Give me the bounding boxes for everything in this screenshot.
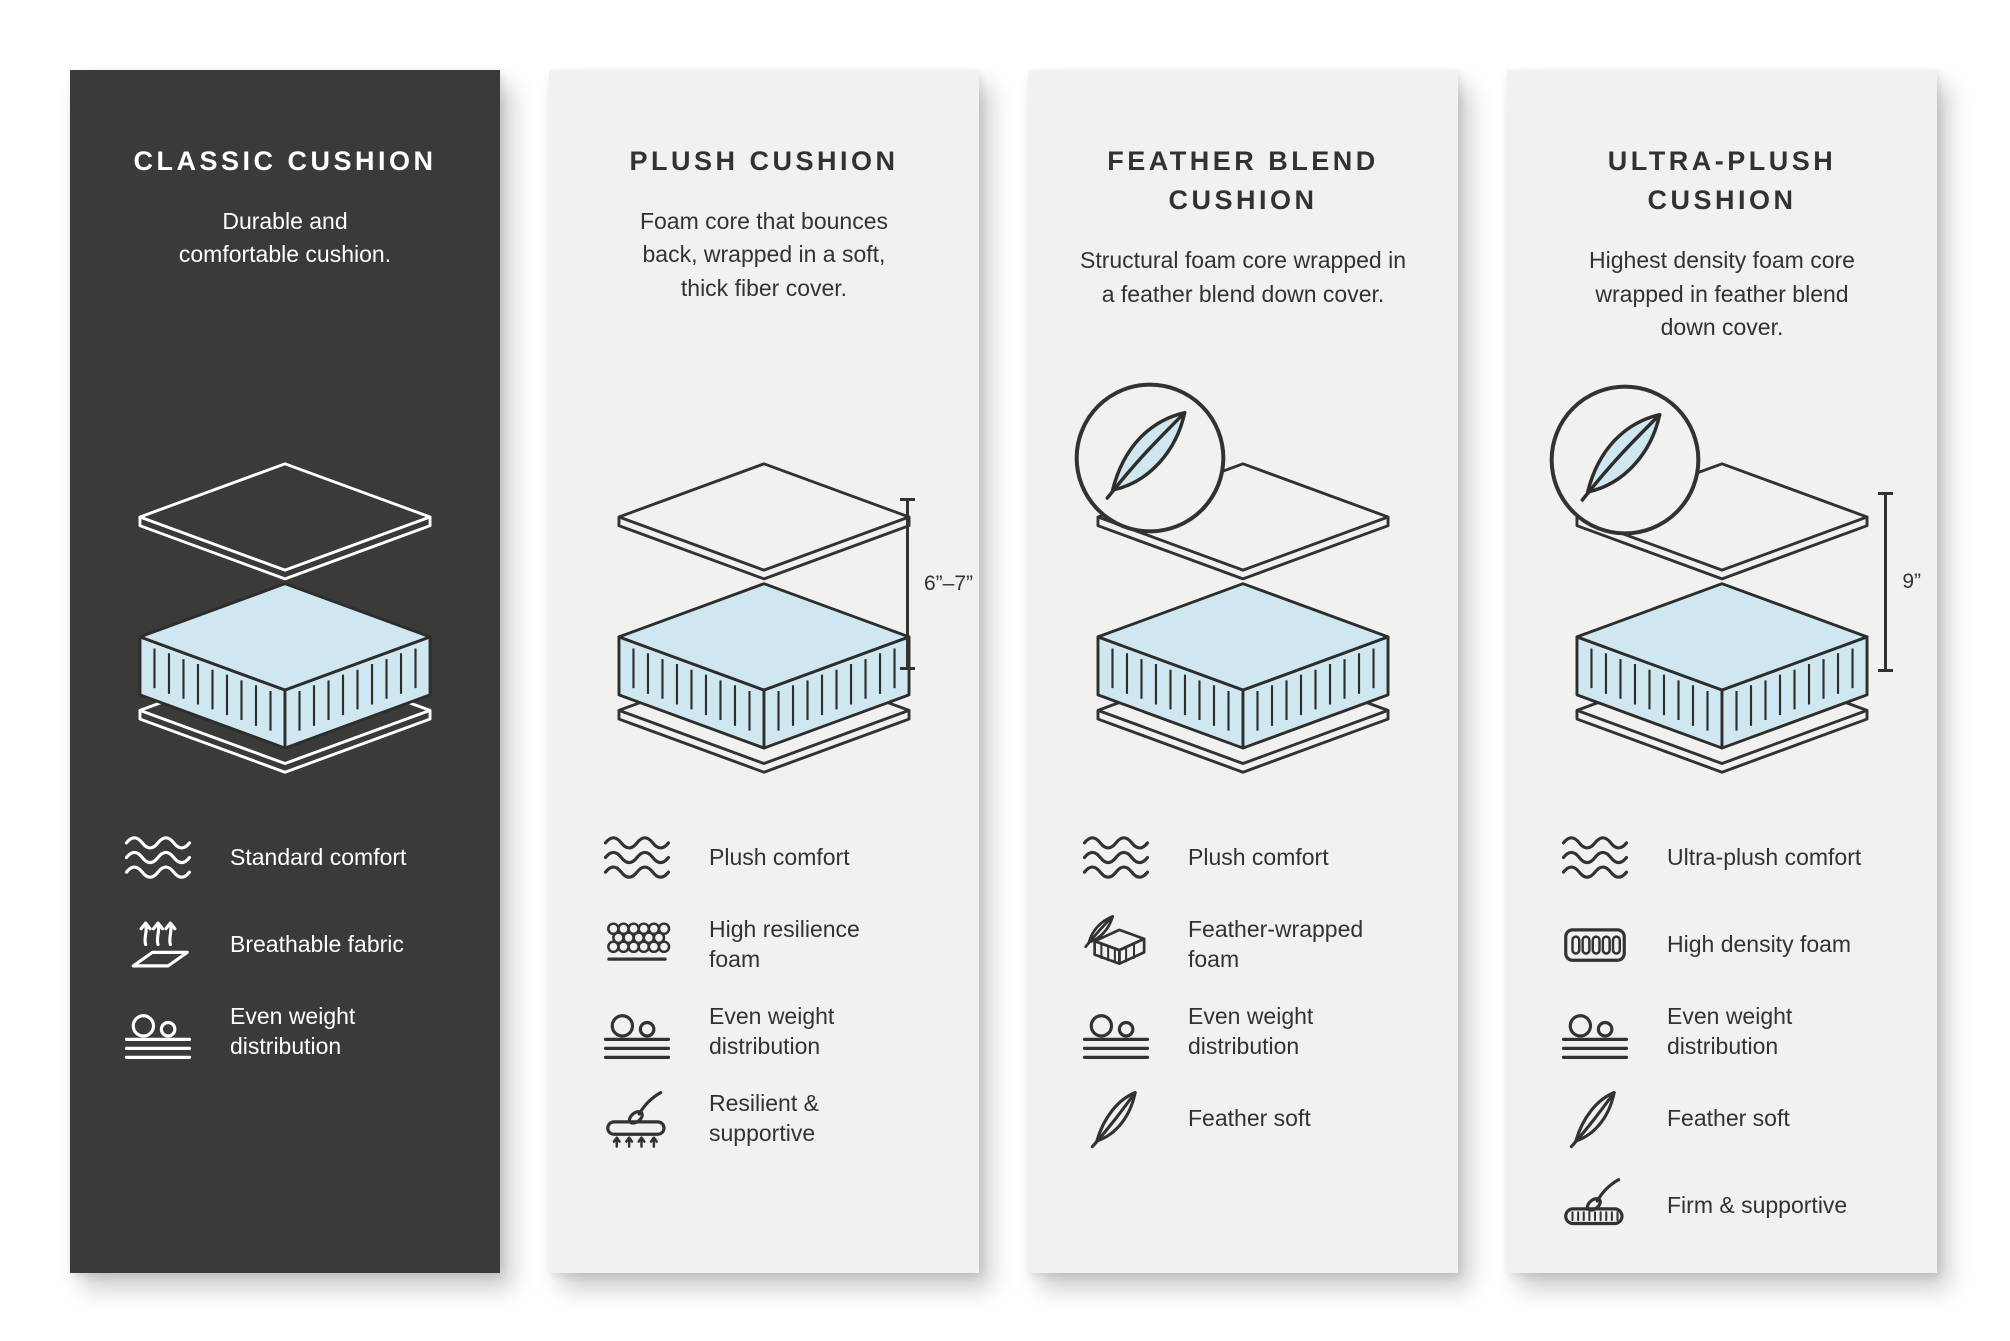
feature-label: High resilience foam	[709, 916, 860, 972]
waves-icon	[1080, 826, 1152, 889]
feature-label: Even weight distribution	[1667, 1003, 1793, 1059]
panel-title: ULTRA-PLUSH CUSHION	[1607, 146, 1837, 216]
feature-row: Ultra-plush comfort	[1559, 826, 1861, 889]
panel-header: FEATHER BLEND CUSHION Structural foam co…	[1080, 128, 1406, 428]
panel-title: PLUSH CUSHION	[629, 146, 899, 176]
feature-row: Even weight distribution	[1559, 1000, 1861, 1063]
firm-support-icon	[1559, 1174, 1631, 1237]
feature-label: Resilient & supportive	[709, 1090, 819, 1146]
height-measurement: 6”–7”	[899, 498, 973, 670]
feature-label: Feather soft	[1188, 1104, 1311, 1131]
panel-title: FEATHER BLEND CUSHION	[1107, 146, 1379, 216]
feature-label: Plush comfort	[1188, 843, 1329, 870]
feature-label: Even weight distribution	[1188, 1003, 1314, 1059]
even-weight-icon	[601, 1000, 673, 1063]
panel-description: Highest density foam core wrapped in fea…	[1589, 247, 1855, 340]
feature-row: Plush comfort	[1080, 826, 1363, 889]
feature-list: Plush comfort High resilience foam Even …	[601, 826, 860, 1174]
feature-row: Feather-wrapped foam	[1080, 913, 1363, 976]
feature-label: Plush comfort	[709, 843, 850, 870]
feature-row: High density foam	[1559, 913, 1861, 976]
panel-header: ULTRA-PLUSH CUSHION Highest density foam…	[1589, 128, 1855, 428]
panel-ultra-plush-cushion: ULTRA-PLUSH CUSHION Highest density foam…	[1507, 70, 1937, 1273]
waves-icon	[1559, 826, 1631, 889]
even-weight-icon	[122, 1000, 194, 1063]
feature-list: Standard comfort Breathable fabric Even …	[122, 826, 406, 1087]
feather-icon	[1559, 1087, 1631, 1150]
feather-icon	[1080, 1087, 1152, 1150]
cushion-diagram	[100, 428, 470, 810]
panel-feather-blend-cushion: FEATHER BLEND CUSHION Structural foam co…	[1028, 70, 1458, 1273]
breathable-icon	[122, 913, 194, 976]
feature-label: High density foam	[1667, 930, 1852, 957]
feature-label: Standard comfort	[230, 843, 407, 870]
measurement-bracket	[1878, 492, 1894, 672]
feature-row: High resilience foam	[601, 913, 860, 976]
feature-label: Ultra-plush comfort	[1667, 843, 1862, 870]
measurement-bracket	[899, 498, 915, 670]
feather-badge-icon	[1545, 380, 1705, 540]
feature-row: Feather soft	[1559, 1087, 1861, 1150]
density-foam-icon	[1559, 913, 1631, 976]
feather-badge-icon	[1070, 378, 1230, 538]
cushion-comparison-board: CLASSIC CUSHION Durable and comfortable …	[70, 70, 1937, 1273]
panel-description: Structural foam core wrapped in a feathe…	[1080, 247, 1406, 307]
feature-row: Resilient & supportive	[601, 1087, 860, 1150]
panel-plush-cushion: PLUSH CUSHION Foam core that bounces bac…	[549, 70, 979, 1273]
waves-icon	[601, 826, 673, 889]
feature-label: Feather soft	[1667, 1104, 1790, 1131]
feature-row: Firm & supportive	[1559, 1174, 1861, 1237]
panel-title: CLASSIC CUSHION	[133, 146, 437, 176]
measurement-label: 9”	[1902, 570, 1921, 593]
feature-label: Even weight distribution	[230, 1003, 356, 1059]
cushion-diagram: 9”	[1537, 428, 1921, 810]
panel-classic-cushion: CLASSIC CUSHION Durable and comfortable …	[70, 70, 500, 1273]
feature-row: Standard comfort	[122, 826, 406, 889]
feature-row: Feather soft	[1080, 1087, 1363, 1150]
panel-header: CLASSIC CUSHION Durable and comfortable …	[133, 128, 436, 428]
feature-row: Plush comfort	[601, 826, 860, 889]
cushion-layers-illustration	[130, 458, 440, 779]
even-weight-icon	[1559, 1000, 1631, 1063]
feature-list: Ultra-plush comfort High density foam Ev…	[1559, 826, 1861, 1261]
press-arrows-icon	[601, 1087, 673, 1150]
feature-row: Even weight distribution	[601, 1000, 860, 1063]
height-measurement: 9”	[1878, 492, 1921, 672]
feature-label: Feather-wrapped foam	[1188, 916, 1364, 972]
feature-label: Even weight distribution	[709, 1003, 835, 1059]
panel-header: PLUSH CUSHION Foam core that bounces bac…	[629, 128, 898, 428]
even-weight-icon	[1080, 1000, 1152, 1063]
feature-row: Even weight distribution	[1080, 1000, 1363, 1063]
feature-list: Plush comfort Feather-wrapped foam Even …	[1080, 826, 1363, 1174]
feature-label: Firm & supportive	[1667, 1191, 1848, 1218]
measurement-label: 6”–7”	[923, 572, 973, 595]
panel-description: Durable and comfortable cushion.	[178, 208, 392, 268]
waves-icon	[122, 826, 194, 889]
cushion-diagram	[1058, 428, 1428, 810]
feather-foam-icon	[1080, 913, 1152, 976]
feature-row: Even weight distribution	[122, 1000, 406, 1063]
feature-label: Breathable fabric	[230, 930, 404, 957]
cushion-diagram: 6”–7”	[579, 428, 973, 810]
panel-description: Foam core that bounces back, wrapped in …	[639, 208, 888, 301]
feature-row: Breathable fabric	[122, 913, 406, 976]
foam-cells-icon	[601, 913, 673, 976]
cushion-layers-illustration	[609, 458, 919, 779]
